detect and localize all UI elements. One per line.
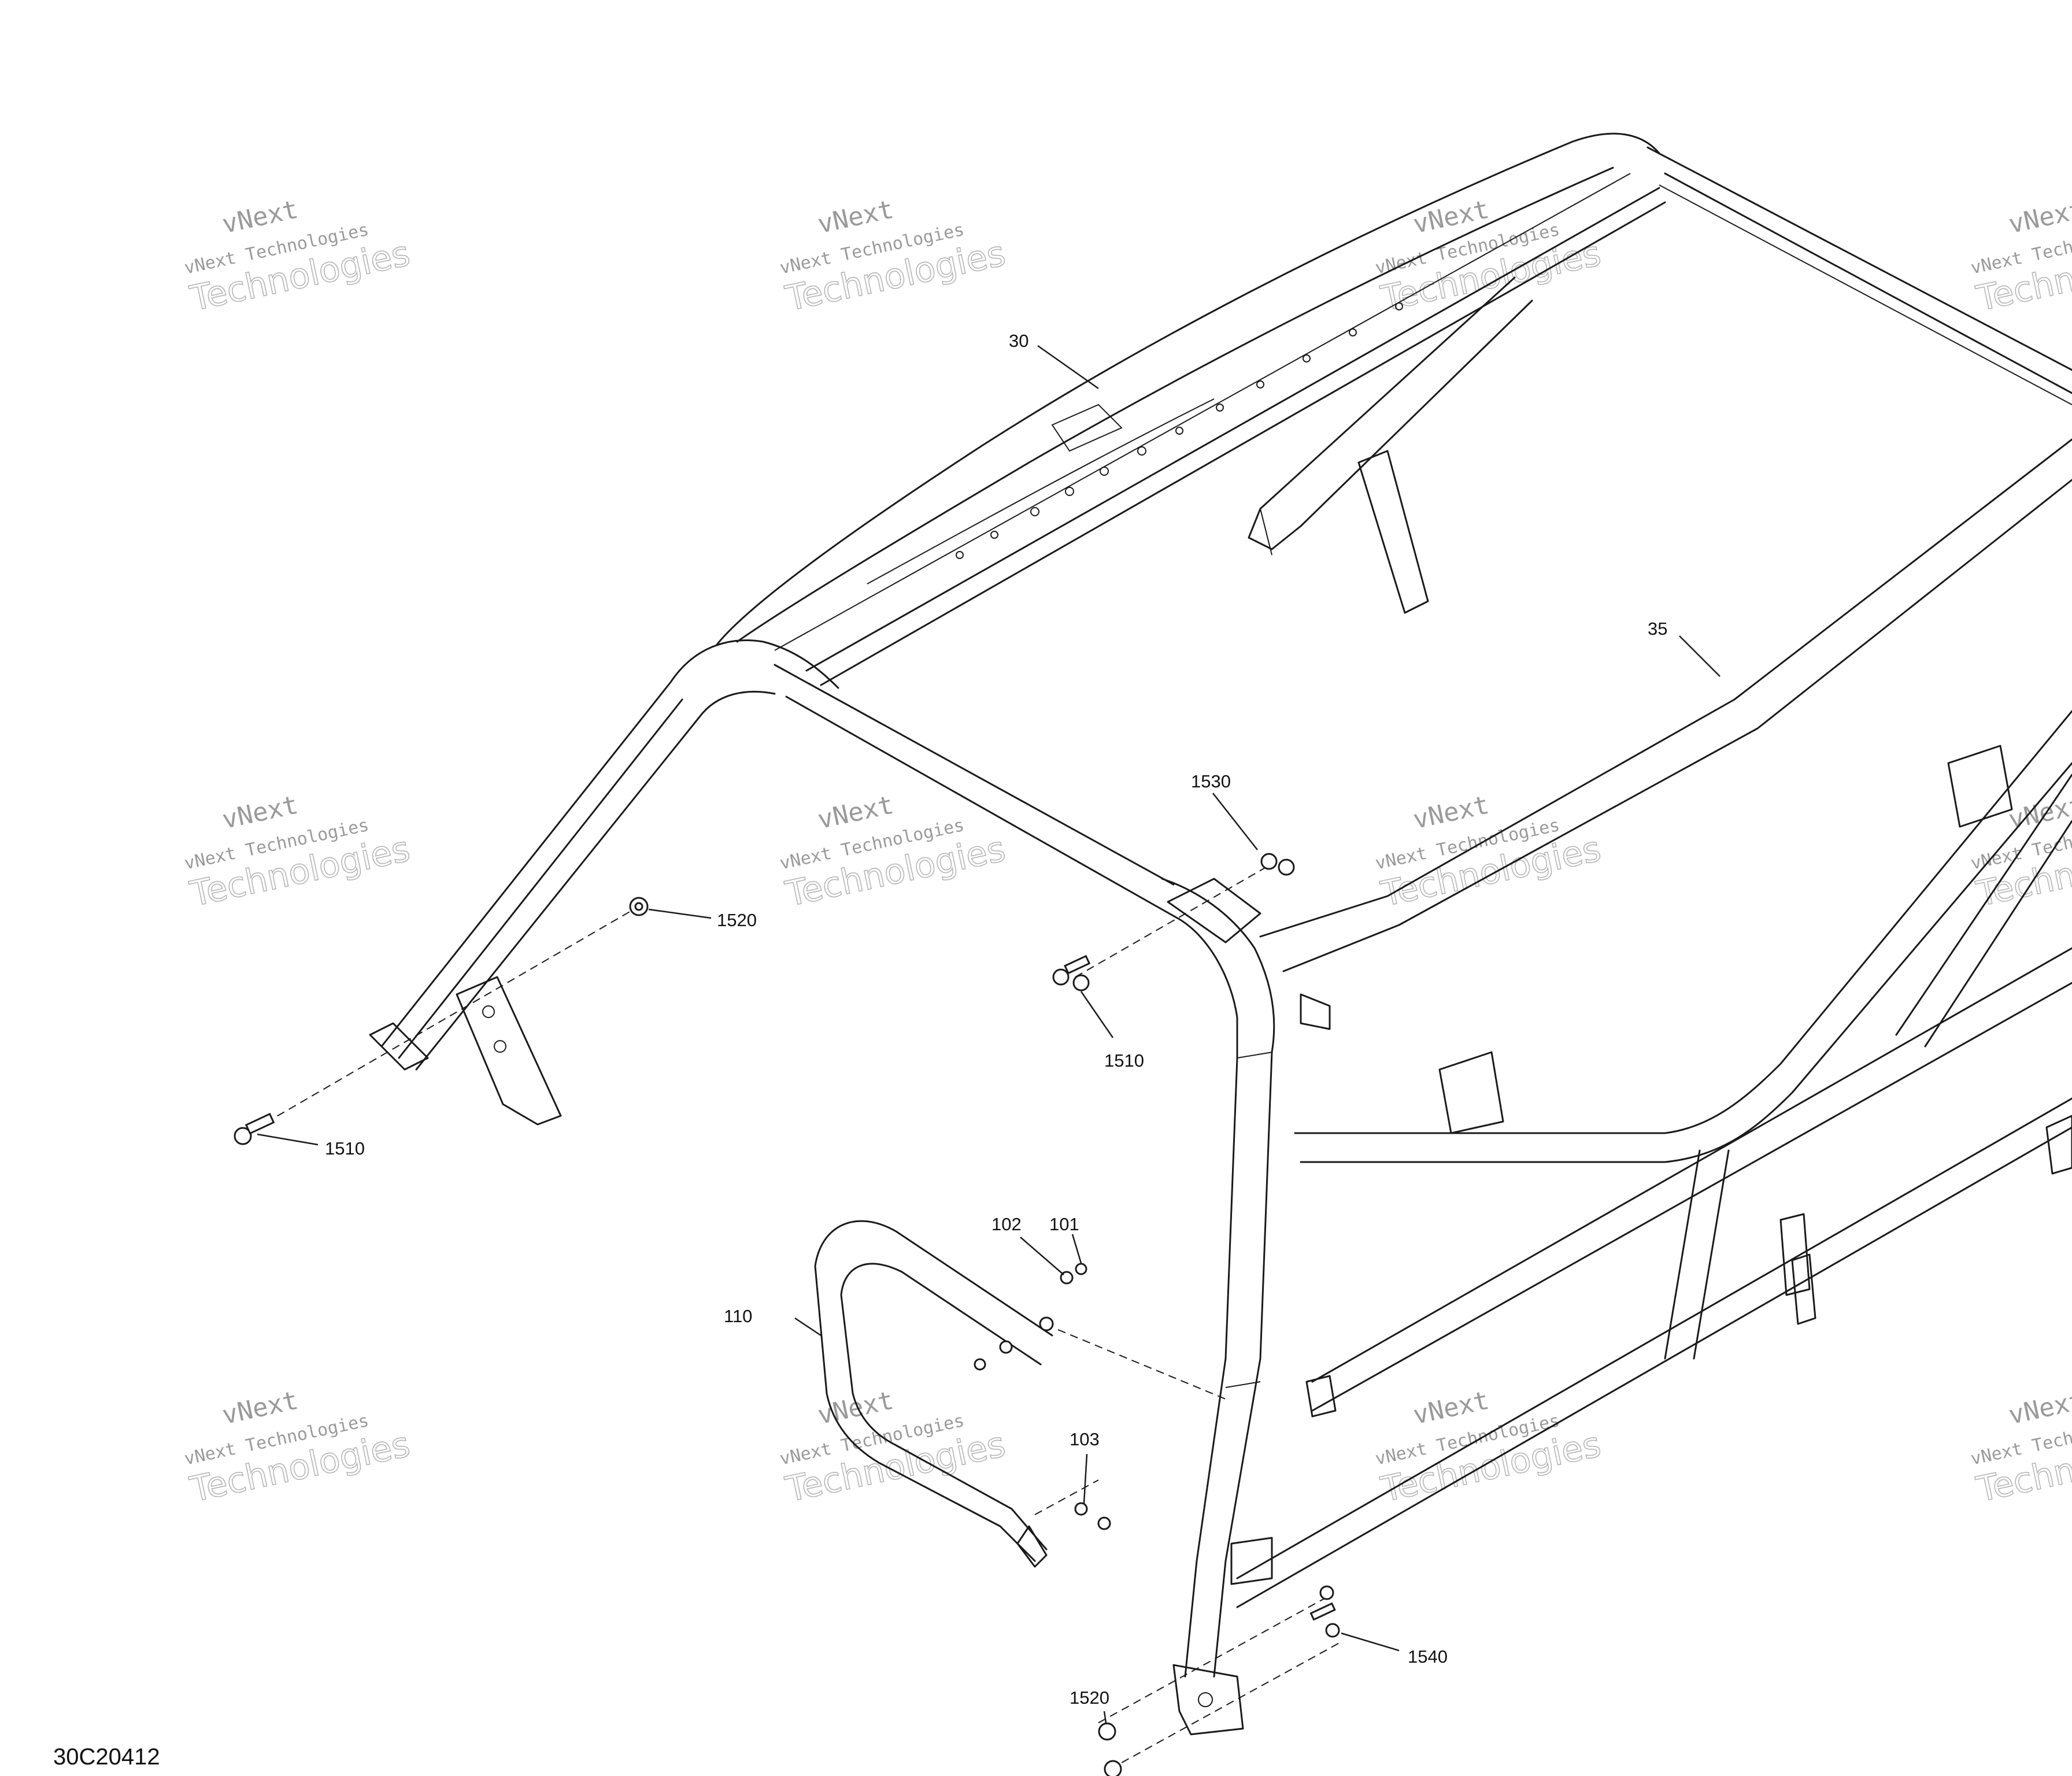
part-110-grab-handle [814, 1220, 1053, 1568]
bolt-1540 [1309, 1585, 1340, 1638]
watermark-text-1: vNext [220, 1386, 301, 1430]
watermark: vNext vNext Technologies Technologies [1374, 195, 1605, 320]
watermark: vNext vNext Technologies Technologies [183, 195, 414, 320]
nut-1530 [1260, 853, 1295, 876]
part-35-side-tube [1259, 438, 2072, 972]
leader-lines [257, 345, 1720, 1723]
callout-1530: 1530 [1191, 771, 1231, 791]
watermark: vNext vNext Technologies Technologies [1969, 1386, 2072, 1511]
watermark: vNext vNext Technologies Technologies [1969, 195, 2072, 320]
watermark: vNext vNext Technologies Technologies [1969, 790, 2072, 915]
callout-1520-lower: 1520 [1070, 1688, 1109, 1708]
hardware [234, 853, 1340, 1776]
watermark-text-1: vNext [815, 195, 896, 239]
figure-id: 30C20412 [53, 1744, 160, 1770]
callout-35: 35 [1648, 619, 1667, 639]
watermark: vNext vNext Technologies Technologies [183, 1386, 414, 1511]
callout-103: 103 [1070, 1429, 1100, 1449]
watermark: vNext vNext Technologies Technologies [778, 790, 1009, 915]
callout-1520-upper: 1520 [717, 910, 757, 930]
center-strut [1248, 276, 1533, 614]
callout-30: 30 [1009, 331, 1028, 351]
callout-101: 101 [1049, 1214, 1079, 1234]
watermark: vNext vNext Technologies Technologies [183, 790, 414, 915]
rail-holes [956, 302, 1403, 559]
bolt-1510-center [1052, 954, 1091, 991]
bolt-1510-left [234, 1112, 275, 1145]
part-30-roof-rail [716, 132, 2072, 686]
watermark-text-1: vNext [1411, 195, 1492, 239]
callout-1540: 1540 [1408, 1646, 1448, 1667]
watermark: vNext vNext Technologies Technologies [1374, 1386, 1605, 1511]
bolt-103 [1074, 1502, 1111, 1530]
watermark-grid: vNext vNext Technologies Technologies vN… [183, 195, 2072, 1511]
watermark: vNext vNext Technologies Technologies [778, 195, 1009, 320]
nut-1520-upper [629, 897, 649, 916]
hardware-101-102 [974, 1263, 1087, 1371]
watermark-text-1: vNext [1411, 790, 1492, 835]
watermark-text-1: vNext [220, 195, 301, 239]
lower-side-frame [1236, 710, 2072, 1608]
assembly-lines [242, 867, 1342, 1770]
callout-1510-center: 1510 [1104, 1050, 1144, 1071]
callout-110: 110 [724, 1306, 752, 1326]
nut-1520-lower [1098, 1722, 1122, 1776]
watermark-text-1: vNext [815, 790, 896, 835]
callouts: 30 35 1530 1520 1510 1510 102 101 110 10… [325, 331, 1667, 1708]
callout-1510-left: 1510 [325, 1138, 365, 1159]
watermark-text-1: vNext [1411, 1386, 1492, 1430]
front-roll-bar [369, 639, 1331, 1736]
watermark-text-1: vNext [2006, 1386, 2072, 1430]
callout-102: 102 [991, 1214, 1022, 1234]
watermark-text-1: vNext [220, 790, 301, 835]
watermark-text-1: vNext [2006, 195, 2072, 239]
